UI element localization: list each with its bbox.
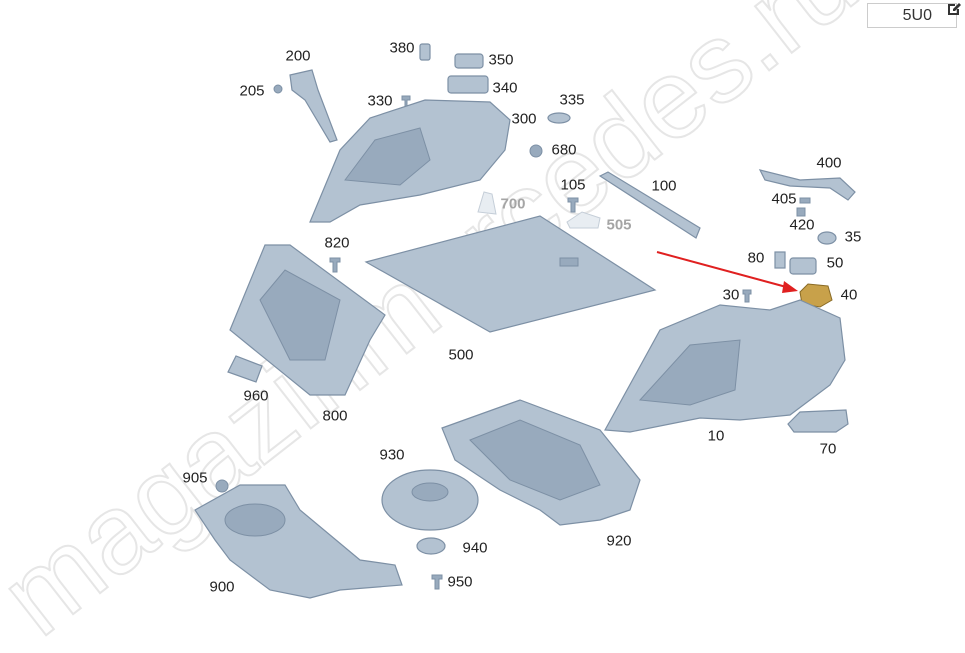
part-500-handle <box>559 257 579 267</box>
part-300-recess <box>344 127 431 186</box>
pencil-edit-icon[interactable] <box>946 1 962 17</box>
callout-label[interactable]: 40 <box>840 286 858 304</box>
callout-label[interactable]: 300 <box>511 110 537 128</box>
callout-label[interactable]: 340 <box>492 79 518 97</box>
part-200[interactable] <box>289 69 338 143</box>
callout-label[interactable]: 960 <box>243 387 269 405</box>
callout-label[interactable]: 420 <box>789 216 815 234</box>
callout-label[interactable]: 380 <box>389 39 415 57</box>
part-340[interactable] <box>447 75 489 94</box>
callout-label[interactable]: 920 <box>606 532 632 550</box>
callout-label[interactable]: 505 <box>606 216 632 234</box>
callout-label[interactable]: 950 <box>447 573 473 591</box>
part-50[interactable] <box>789 257 817 275</box>
part-105[interactable] <box>567 197 579 213</box>
callout-label[interactable]: 105 <box>560 176 586 194</box>
code-field[interactable]: 5U0 <box>867 3 957 28</box>
part-930-center <box>411 482 449 502</box>
callout-label[interactable]: 335 <box>559 91 585 109</box>
part-100[interactable] <box>598 171 701 239</box>
callout-label[interactable]: 405 <box>771 190 797 208</box>
callout-label[interactable]: 905 <box>182 469 208 487</box>
part-940[interactable] <box>416 537 446 555</box>
part-335[interactable] <box>547 112 571 124</box>
callout-label[interactable]: 330 <box>367 92 393 110</box>
callout-label[interactable]: 30 <box>722 286 740 304</box>
part-35[interactable] <box>817 231 837 245</box>
callout-label[interactable]: 820 <box>324 234 350 252</box>
part-505[interactable] <box>566 211 601 229</box>
part-680[interactable] <box>529 144 543 158</box>
part-205[interactable] <box>273 84 283 94</box>
part-960[interactable] <box>227 355 263 383</box>
part-70[interactable] <box>787 409 849 433</box>
callout-label[interactable]: 900 <box>209 578 235 596</box>
callout-label[interactable]: 10 <box>707 427 725 445</box>
part-420[interactable] <box>796 207 806 217</box>
part-80[interactable] <box>774 251 786 269</box>
callout-label[interactable]: 940 <box>462 539 488 557</box>
callout-label[interactable]: 700 <box>500 195 526 213</box>
highlight-arrow-head <box>782 281 798 293</box>
callout-label[interactable]: 930 <box>379 446 405 464</box>
callout-label[interactable]: 500 <box>448 346 474 364</box>
part-30[interactable] <box>742 289 752 303</box>
part-10-recess <box>638 339 741 406</box>
part-405[interactable] <box>799 197 811 204</box>
callout-label[interactable]: 800 <box>322 407 348 425</box>
part-920-well <box>469 419 601 501</box>
callout-label[interactable]: 70 <box>819 440 837 458</box>
callout-label[interactable]: 100 <box>651 177 677 195</box>
callout-label[interactable]: 50 <box>826 254 844 272</box>
callout-label[interactable]: 350 <box>488 51 514 69</box>
callout-label[interactable]: 205 <box>239 82 265 100</box>
part-820[interactable] <box>329 257 341 273</box>
part-500-load-floor[interactable] <box>364 215 657 333</box>
part-400[interactable] <box>758 169 856 201</box>
part-905[interactable] <box>215 479 229 493</box>
callout-label[interactable]: 80 <box>747 249 765 267</box>
part-350[interactable] <box>454 53 484 69</box>
callout-label[interactable]: 400 <box>816 154 842 172</box>
highlight-arrow <box>656 251 791 289</box>
callout-label[interactable]: 35 <box>844 228 862 246</box>
callout-label[interactable]: 200 <box>285 47 311 65</box>
part-800-recess <box>259 269 341 361</box>
part-380[interactable] <box>419 43 431 61</box>
callout-label[interactable]: 680 <box>551 141 577 159</box>
part-900-recess <box>224 503 286 537</box>
part-950[interactable] <box>431 574 443 590</box>
part-700[interactable] <box>477 191 497 215</box>
